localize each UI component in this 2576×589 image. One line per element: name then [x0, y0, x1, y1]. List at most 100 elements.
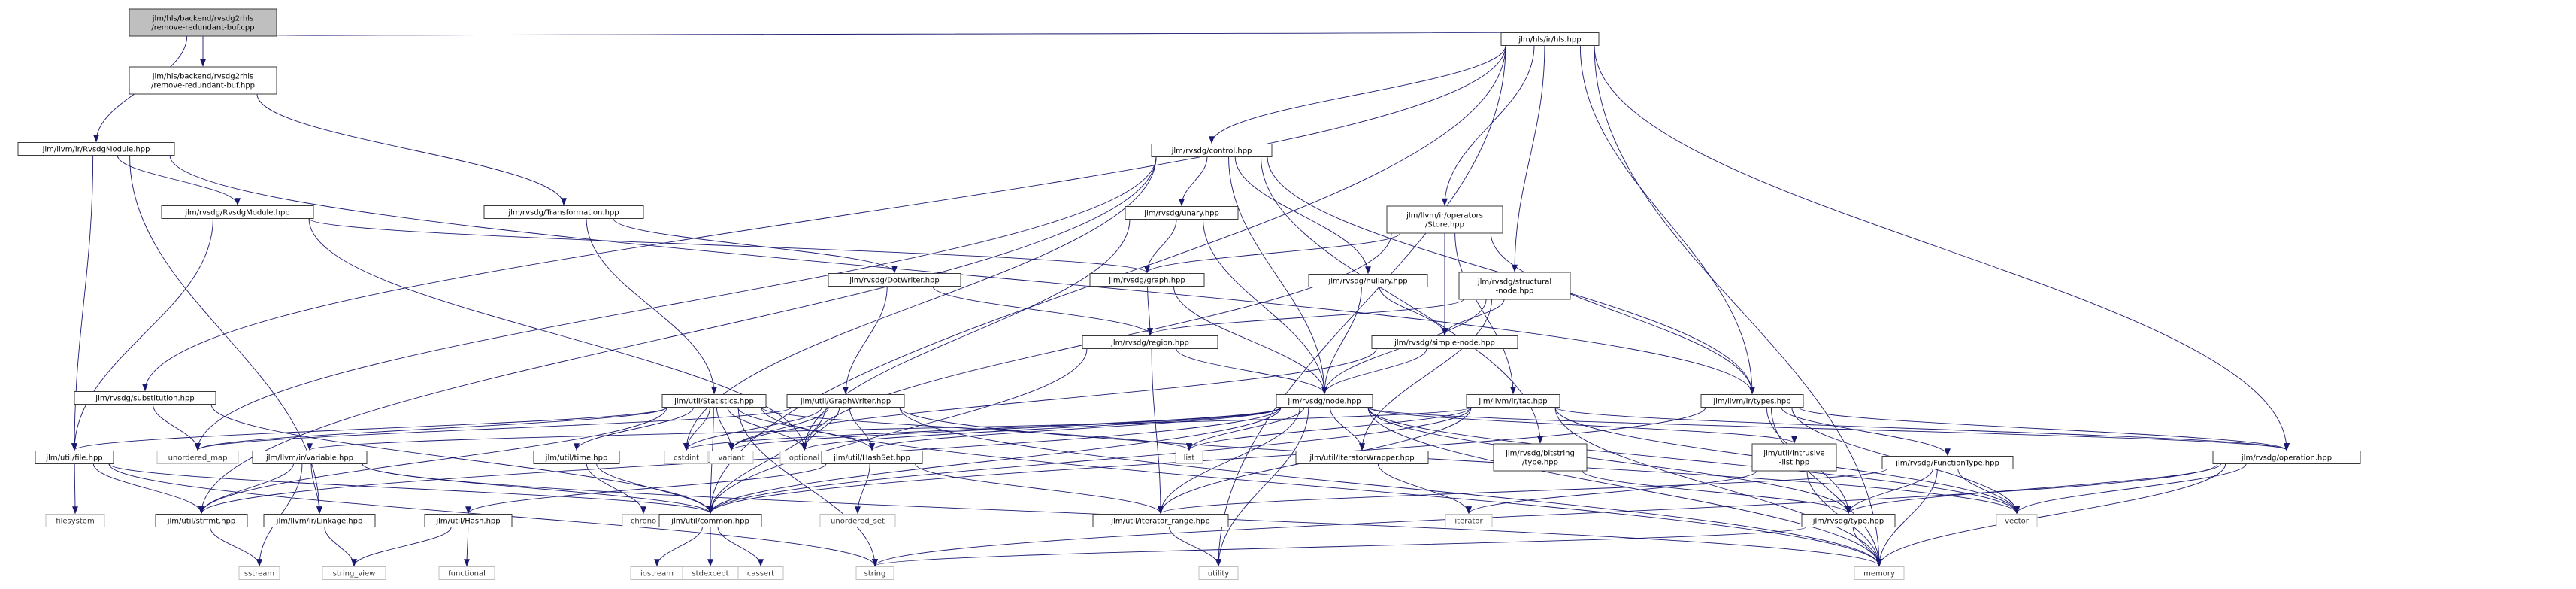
- arrowhead-transformation-to-dotwriter: [891, 266, 898, 274]
- arrowhead-rvsdg_type-to-memory: [1876, 559, 1882, 567]
- node-unordered_map: unordered_map: [156, 451, 239, 464]
- node-linkage[interactable]: jlm/llvm/ir/Linkage.hpp: [263, 514, 376, 527]
- node-structural[interactable]: jlm/rvsdg/structural-node.hpp: [1458, 272, 1571, 300]
- node-functiontype[interactable]: jlm/rvsdg/FunctionType.hpp: [1881, 456, 2014, 469]
- node-control[interactable]: jlm/rvsdg/control.hpp: [1151, 144, 1273, 157]
- arrowhead-node-to-cstdint: [683, 443, 689, 451]
- node-llvm_rvsdgmodule[interactable]: jlm/llvm/ir/RvsdgModule.hpp: [17, 142, 175, 156]
- node-label: jlm/rvsdg/node.hpp: [1287, 398, 1361, 406]
- edge-unary-to-graph: [1146, 219, 1177, 273]
- edge-graph-to-node: [1173, 286, 1325, 394]
- node-cstdint: cstdint: [664, 451, 709, 464]
- node-store[interactable]: jlm/llvm/ir/operators/Store.hpp: [1386, 205, 1503, 234]
- edge-bitstring_type-to-rvsdg_type: [1582, 470, 1849, 514]
- node-region[interactable]: jlm/rvsdg/region.hpp: [1082, 335, 1218, 349]
- edge-graph-to-region: [1147, 286, 1151, 335]
- edge-control-to-unordered_map: [197, 156, 1157, 451]
- node-label: jlm/rvsdg/bitstring: [1505, 450, 1575, 458]
- node-nullary[interactable]: jlm/rvsdg/nullary.hpp: [1308, 274, 1428, 287]
- edge-hashset-to-iterator_range: [915, 463, 1161, 514]
- node-statistics[interactable]: jlm/util/Statistics.hpp: [661, 394, 767, 408]
- node-unordered_set: unordered_set: [819, 514, 896, 527]
- node-label: sstream: [244, 570, 274, 578]
- node-time[interactable]: jlm/util/time.hpp: [533, 451, 620, 464]
- arrowhead-types-to-functiontype: [1945, 448, 1951, 457]
- node-bitstring_type[interactable]: jlm/rvsdg/bitstring/type.hpp: [1493, 443, 1588, 472]
- node-box-graphwriter: [786, 394, 905, 408]
- node-unary[interactable]: jlm/rvsdg/unary.hpp: [1125, 206, 1239, 220]
- node-root[interactable]: jlm/hls/backend/rvsdg2rhls/remove-redund…: [129, 8, 277, 37]
- node-variant: variant: [709, 451, 754, 464]
- node-hls_hpp[interactable]: jlm/hls/ir/hls.hpp: [1500, 32, 1600, 46]
- edge-graphwriter-to-memory: [899, 407, 1880, 566]
- node-box-unordered_map: [156, 451, 239, 464]
- node-hash[interactable]: jlm/util/Hash.hpp: [424, 514, 513, 527]
- node-strfmt[interactable]: jlm/util/strfmt.hpp: [155, 514, 248, 527]
- node-box-cstdint: [664, 451, 709, 464]
- node-box-simplenode: [1371, 335, 1518, 349]
- arrowhead-simplenode-to-node: [1321, 387, 1327, 395]
- edge-graphwriter-to-hashset: [849, 407, 873, 451]
- node-transformation[interactable]: jlm/rvsdg/Transformation.hpp: [483, 205, 644, 219]
- node-label: jlm/llvm/ir/types.hpp: [1712, 398, 1790, 406]
- node-rvsdg_rvsdgmodule[interactable]: jlm/rvsdg/RvsdgModule.hpp: [161, 205, 314, 219]
- node-node[interactable]: jlm/rvsdg/node.hpp: [1276, 394, 1373, 408]
- node-stdexcept: stdexcept: [682, 566, 739, 580]
- node-iteratorwrapper[interactable]: jlm/util/IteratorWrapper.hpp: [1295, 451, 1429, 464]
- node-chrono: chrono: [622, 514, 665, 527]
- node-variable[interactable]: jlm/llvm/ir/variable.hpp: [252, 451, 368, 464]
- edge-types-to-functiontype: [1781, 407, 1948, 456]
- edge-time-to-common: [596, 463, 711, 514]
- node-memory: memory: [1854, 566, 1905, 580]
- node-dotwriter[interactable]: jlm/rvsdg/DotWriter.hpp: [828, 273, 961, 287]
- node-common[interactable]: jlm/util/common.hpp: [658, 514, 762, 527]
- edge-operation-to-string: [874, 463, 2218, 566]
- arrowhead-operation-to-rvsdg_type: [1845, 506, 1851, 515]
- node-label: chrono: [631, 518, 656, 526]
- node-box-utility: [1198, 566, 1239, 580]
- node-types[interactable]: jlm/llvm/ir/types.hpp: [1700, 394, 1804, 408]
- edge-root-to-hls_hpp: [271, 32, 1551, 37]
- node-label: filesystem: [56, 518, 94, 526]
- node-label: jlm/rvsdg/DotWriter.hpp: [849, 277, 940, 285]
- node-graph[interactable]: jlm/rvsdg/graph.hpp: [1089, 273, 1205, 287]
- edge-node-to-hashset: [871, 407, 1282, 451]
- node-label: jlm/util/intrusive: [1763, 450, 1824, 458]
- edge-control-to-node: [1228, 156, 1325, 394]
- node-intrusive_list[interactable]: jlm/util/intrusive-list.hpp: [1751, 443, 1837, 472]
- edge-node-to-optional: [804, 407, 1282, 451]
- node-iterator_range[interactable]: jlm/util/iterator_range.hpp: [1092, 514, 1229, 527]
- node-box-linkage: [263, 514, 376, 527]
- edge-store-to-graph: [1146, 232, 1401, 273]
- node-operation[interactable]: jlm/rvsdg/operation.hpp: [2212, 451, 2361, 464]
- node-label: cstdint: [674, 454, 699, 463]
- node-label: jlm/llvm/ir/tac.hpp: [1478, 398, 1547, 406]
- edge-rvsdg_rvsdgmodule-to-file: [74, 218, 213, 451]
- arrowhead-root-to-llvm_rvsdgmodule: [93, 135, 99, 143]
- arrowhead-transformation-to-statistics: [711, 387, 717, 395]
- node-box-tac: [1466, 394, 1560, 408]
- node-file[interactable]: jlm/util/file.hpp: [35, 451, 114, 464]
- arrowhead-rrb_hpp-to-transformation: [561, 198, 567, 206]
- node-graphwriter[interactable]: jlm/util/GraphWriter.hpp: [786, 394, 905, 408]
- node-hashset[interactable]: jlm/util/HashSet.hpp: [821, 451, 923, 464]
- arrowhead-store-to-graph: [1144, 266, 1150, 274]
- edge-file-to-common: [108, 463, 711, 514]
- node-rvsdg_type[interactable]: jlm/rvsdg/type.hpp: [1801, 514, 1896, 527]
- arrowhead-tac-to-variable: [307, 443, 313, 451]
- node-simplenode[interactable]: jlm/rvsdg/simple-node.hpp: [1371, 335, 1518, 349]
- node-substitution[interactable]: jlm/rvsdg/substitution.hpp: [74, 391, 216, 405]
- node-label: jlm/llvm/ir/RvsdgModule.hpp: [42, 146, 150, 154]
- edge-node-to-cstdint: [686, 407, 1282, 451]
- edge-unary-to-node: [1203, 219, 1325, 394]
- edge-tac-to-variable: [309, 407, 1472, 451]
- edge-node-to-intrusive_list: [1367, 407, 1795, 444]
- edge-hls_hpp-to-operation: [1594, 45, 2287, 451]
- edge-graphwriter-to-vector: [899, 407, 2018, 514]
- node-tac[interactable]: jlm/llvm/ir/tac.hpp: [1466, 394, 1560, 408]
- edge-transformation-to-statistics: [586, 218, 715, 394]
- edge-statistics-to-memory: [761, 407, 1880, 566]
- node-label: jlm/rvsdg/Transformation.hpp: [507, 209, 619, 217]
- edge-node-to-iterator_range: [1160, 407, 1300, 514]
- node-rrb_hpp[interactable]: jlm/hls/backend/rvsdg2rhls/remove-redund…: [129, 66, 277, 95]
